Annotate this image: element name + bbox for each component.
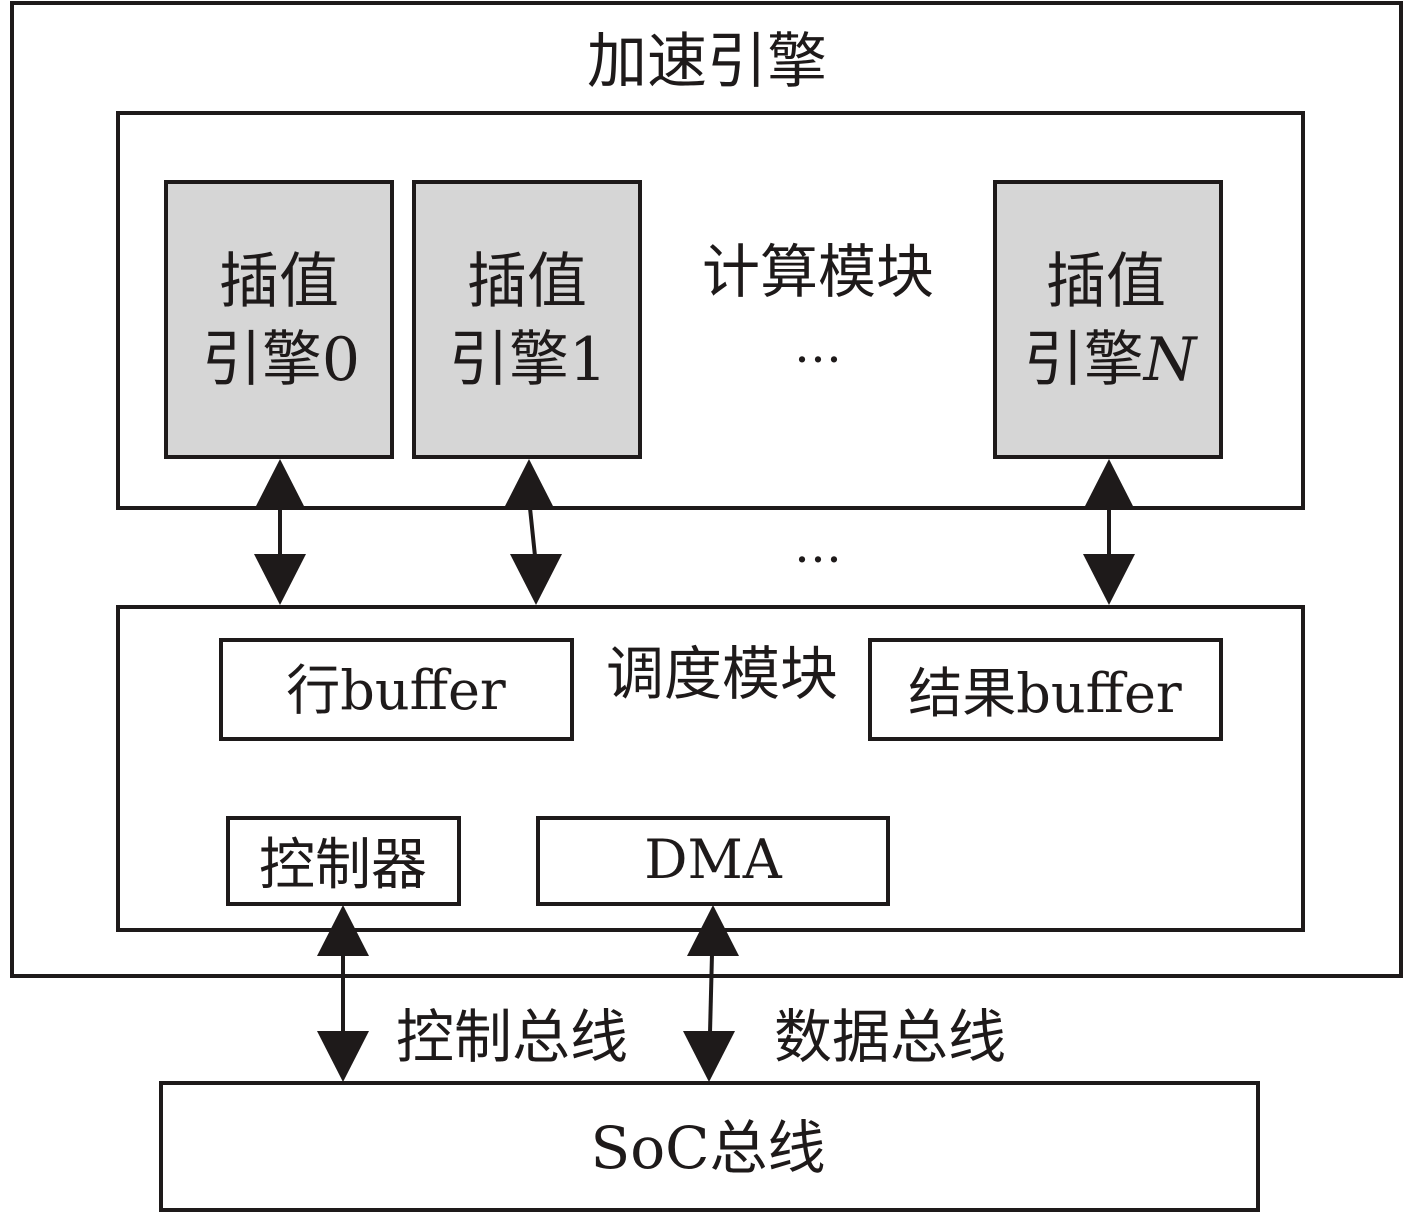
engine-n-box: [993, 180, 1223, 459]
arrow-head-up: [254, 459, 306, 510]
arrow-data-bus: [683, 905, 739, 1082]
controller-label: 控制器: [259, 833, 427, 898]
engine-0-line1: 插值: [219, 247, 339, 317]
compute-engines-ellipsis: …: [794, 318, 842, 374]
arrow-head-down: [317, 1031, 369, 1082]
links-ellipsis: …: [794, 518, 842, 574]
interpolation-engine-1: 插值 引擎1: [412, 180, 642, 459]
result-buffer: 结果buffer: [868, 638, 1223, 741]
result-buffer-box: [868, 638, 1223, 741]
arrow-head-down: [1083, 554, 1135, 605]
arrow-engine-0-scheduler: [254, 459, 306, 605]
soc-bus-label: SoC总线: [590, 1114, 825, 1182]
dma-box: [536, 816, 890, 906]
interpolation-engine-n: 插值 引擎N: [993, 180, 1223, 459]
accelerator-engine-title: 加速引擎: [587, 27, 827, 97]
compute-module-label: 计算模块: [702, 238, 934, 306]
soc-bus-box: [159, 1081, 1260, 1212]
arrow-engine-n-scheduler: [1083, 459, 1135, 605]
arrow-head-up: [503, 459, 555, 510]
control-bus-label: 控制总线: [396, 1003, 628, 1071]
engine-0-box: [164, 180, 394, 459]
dma-label: DMA: [644, 828, 783, 891]
engine-n-line1: 插值: [1046, 247, 1166, 317]
controller: 控制器: [226, 816, 461, 906]
engine-1-line2: 引擎1: [449, 325, 607, 395]
engine-1-line1: 插值: [467, 247, 587, 317]
interpolation-engine-0: 插值 引擎0: [164, 180, 394, 459]
dma: DMA: [536, 816, 890, 906]
data-bus-label: 数据总线: [774, 1003, 1006, 1071]
engine-n-line2: 引擎N: [1024, 325, 1199, 395]
result-buffer-label: 结果buffer: [908, 662, 1182, 725]
scheduler-module-label: 调度模块: [606, 640, 838, 708]
row-buffer-label: 行buffer: [286, 659, 506, 722]
row-buffer: 行buffer: [219, 638, 574, 741]
arrow-head-up: [687, 905, 739, 956]
arrow-control-bus: [317, 905, 369, 1082]
arrow-head-up: [1083, 459, 1135, 510]
arrow-head-up: [317, 905, 369, 956]
controller-box: [226, 816, 461, 906]
arrow-engine-1-scheduler: [503, 459, 562, 605]
engine-0-line2: 引擎0: [202, 325, 360, 395]
arrow-head-down: [510, 554, 562, 605]
row-buffer-box: [219, 638, 574, 741]
arrow-head-down: [254, 554, 306, 605]
engine-1-box: [412, 180, 642, 459]
arrow-head-down: [683, 1031, 735, 1082]
